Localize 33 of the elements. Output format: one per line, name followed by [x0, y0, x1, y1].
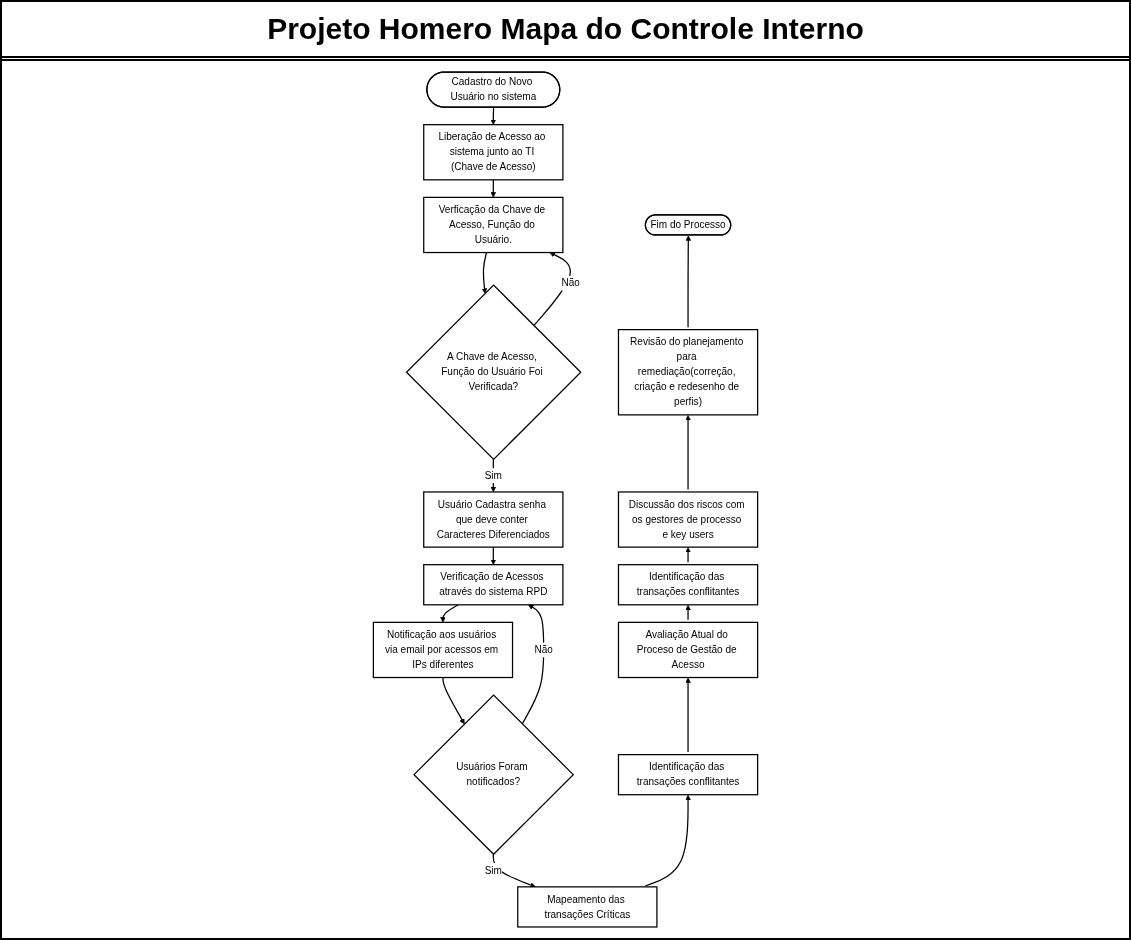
node-box: Liberação de Acesso ao sistema junto ao TI (Chave de Acesso) [423, 124, 564, 181]
arrow [442, 676, 465, 725]
node-diamond: Usuários Foram notificados? [413, 694, 575, 856]
edge-label: Não [561, 277, 580, 289]
arrow [481, 251, 488, 294]
node-box: Revisão do planejamento para remediação(correção, criação e redesenho de perfis) [617, 329, 759, 416]
arrow [533, 252, 571, 327]
node-box: Verificação de Acessos através do sistema RPD [423, 564, 564, 606]
diagram-title: Projeto Homero Mapa do Controle Interno [2, 2, 1129, 61]
arrow [685, 677, 691, 753]
edge-label: Não [534, 644, 553, 655]
arrow [521, 604, 545, 725]
arrow [490, 106, 497, 125]
arrow [644, 794, 691, 887]
node-box: Notificação aos usuários via email por acessos em IPs diferentes [372, 621, 514, 679]
edge-label: Sim [484, 864, 502, 876]
arrow [490, 179, 497, 198]
node-box: Identificação das transações conflitantes [617, 564, 759, 606]
arrow [440, 604, 459, 623]
node-box: Verficação da Chave de Acesso, Função do Usuário. [423, 196, 564, 254]
arrow [490, 458, 497, 493]
arrow [685, 604, 691, 621]
arrow [685, 235, 692, 328]
arrow [490, 546, 497, 565]
node-box: Usuário Cadastra senha que deve conter Caracteres Diferenciados [423, 491, 564, 548]
arrow [492, 853, 536, 888]
arrow [685, 414, 691, 491]
node-box: Identificação das transações conflitantes [617, 754, 759, 796]
node-box: Avaliação Atual do Proceso de Gestão de Acesso [617, 621, 759, 679]
node-box: Discussão dos riscos com os gestores de processo e key users [617, 491, 759, 548]
node-box: Mapeamento das transações Críticas [517, 886, 658, 928]
arrow [685, 547, 691, 563]
edge-label: Sim [484, 470, 502, 481]
